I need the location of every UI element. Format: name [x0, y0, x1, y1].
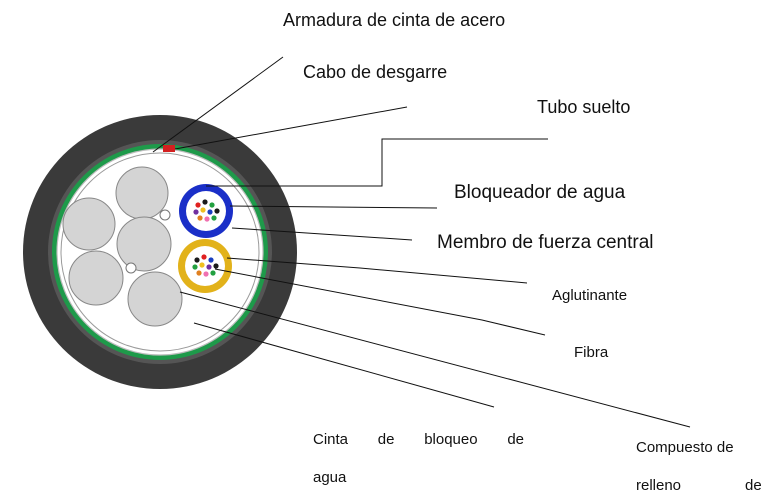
leader-line-ripcord — [174, 106, 408, 150]
fiber-core — [208, 257, 214, 263]
inner-sheath-line — [60, 152, 260, 352]
fiber-core — [211, 215, 217, 221]
fiber-core — [197, 215, 203, 221]
fiber-core — [201, 254, 207, 260]
fiber-core — [209, 202, 215, 208]
fiber-core — [202, 199, 208, 205]
fiber-core — [192, 264, 198, 270]
fiber-core — [204, 216, 210, 222]
label-steel-tape-armor: Armadura de cinta de acero — [283, 10, 506, 30]
ripcord — [163, 145, 175, 152]
label-filling-compound-line2-end: de — [745, 477, 762, 494]
filler-rod — [68, 250, 124, 306]
leader-line-central-member — [231, 227, 413, 241]
label-fiber: Fibra — [574, 344, 609, 361]
fiber-core — [196, 270, 202, 276]
fiber-core — [206, 264, 212, 270]
fiber-core — [199, 262, 205, 268]
filler-rod — [116, 216, 172, 272]
leader-line-armor — [152, 56, 284, 153]
label-water-blocker: Bloqueador de agua — [454, 182, 626, 203]
loose-tube-blue — [179, 184, 233, 238]
label-central-strength-member: Membro de fuerza central — [437, 232, 654, 253]
leader-line-compound — [179, 291, 691, 428]
label-filling-compound-line1: Compuesto de — [636, 439, 734, 456]
fiber-core — [210, 270, 216, 276]
filler-rods — [62, 166, 183, 327]
filler-rod — [127, 271, 183, 327]
loose-tube-yellow — [178, 239, 232, 293]
leader-line-fiber — [214, 268, 546, 336]
fiber-core — [200, 207, 206, 213]
label-filling-compound-line2: relleno — [636, 477, 682, 494]
label-ripcord: Cabo de desgarre — [303, 62, 448, 82]
water-blocker-yarn — [125, 262, 137, 274]
label-word: Cinta — [313, 431, 349, 448]
fiber-core — [207, 209, 213, 215]
filler-rod — [62, 197, 116, 251]
filler-rod — [115, 166, 169, 220]
label-loose-tube: Tubo suelto — [537, 97, 631, 117]
fiber-core — [195, 202, 201, 208]
leader-line-tape — [193, 322, 495, 408]
fiber-core — [213, 263, 219, 269]
water-blocker-yarn — [159, 209, 171, 221]
label-water-blocking-tape-line1: Cinta de bloqueo de — [313, 432, 524, 447]
leader-line-loose-tube — [206, 138, 548, 187]
fiber-core — [193, 209, 199, 215]
label-binder: Aglutinante — [552, 287, 628, 304]
label-word: de — [507, 431, 524, 448]
fiber-core — [203, 271, 209, 277]
fiber-core — [214, 208, 220, 214]
label-word: de — [377, 431, 395, 448]
label-water-blocking-tape-line2: agua — [313, 469, 347, 486]
leader-line-binder — [226, 257, 528, 284]
fiber-core — [194, 257, 200, 263]
leader-line-water-blocker — [229, 205, 438, 209]
label-word: bloqueo — [424, 431, 478, 448]
